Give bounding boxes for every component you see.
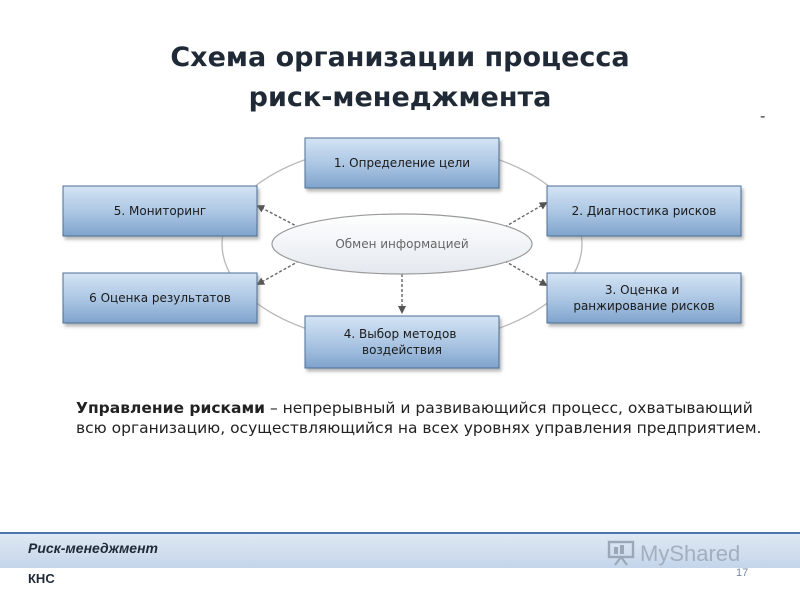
step-label-2: 2. Диагностика рисков [572, 204, 717, 218]
presentation-icon [607, 540, 635, 566]
slide-title: Схема организации процесса риск-менеджме… [0, 38, 800, 118]
step-label-6-line-1: 6 Оценка результатов [89, 291, 231, 305]
definition-text: – непрерывный и развивающийся процесс, о… [76, 399, 762, 437]
step-label-4-line-1: 4. Выбор методов [344, 327, 457, 341]
step-label-6: 6 Оценка результатов [89, 291, 231, 305]
corner-marker: - [760, 108, 766, 125]
step-label-1-line-1: 1. Определение цели [334, 156, 470, 170]
definition-term: Управление рисками [76, 399, 266, 417]
footer-bar [0, 532, 800, 568]
step-label-2-line-1: 2. Диагностика рисков [572, 204, 717, 218]
step-label-4: 4. Выбор методов воздействия [344, 327, 460, 357]
risk-management-diagram: Обмен информацией 1. Определение цели 2.… [62, 137, 742, 369]
step-box-2: 2. Диагностика рисков [546, 185, 742, 237]
center-ellipse [271, 213, 533, 275]
step-label-5-line-1: 5. Мониторинг [114, 204, 207, 218]
footer-subtitle: КНС [28, 571, 55, 586]
definition-paragraph: Управление рисками – непрерывный и разви… [76, 398, 776, 438]
step-label-3-line-2: ранжирование рисков [573, 299, 714, 313]
title-line-1: Схема организации процесса [170, 42, 630, 73]
step-box-1: 1. Определение цели [304, 137, 500, 189]
step-box-3: 3. Оценка и ранжирование рисков [546, 272, 742, 324]
step-label-3-line-1: 3. Оценка и [605, 283, 679, 297]
step-label-5: 5. Мониторинг [114, 204, 207, 218]
step-label-4-line-2: воздействия [362, 343, 442, 357]
info-arrows [256, 201, 548, 314]
step-box-4: 4. Выбор методов воздействия [304, 315, 500, 369]
arrow-to-monitoring [256, 205, 309, 233]
footer-title: Риск-менеджмент [28, 540, 158, 556]
logo-text: MyShared [640, 541, 741, 566]
title-line-2: риск-менеджмента [248, 82, 552, 113]
step-box-6: 6 Оценка результатов [62, 272, 258, 324]
step-label-1: 1. Определение цели [334, 156, 470, 170]
page-number: 17 [736, 567, 749, 579]
center-label: Обмен информацией [335, 237, 468, 251]
step-label-3: 3. Оценка и ранжирование рисков [573, 283, 714, 313]
step-box-5: 5. Мониторинг [62, 185, 258, 237]
arrow-to-evaluation [256, 255, 309, 285]
